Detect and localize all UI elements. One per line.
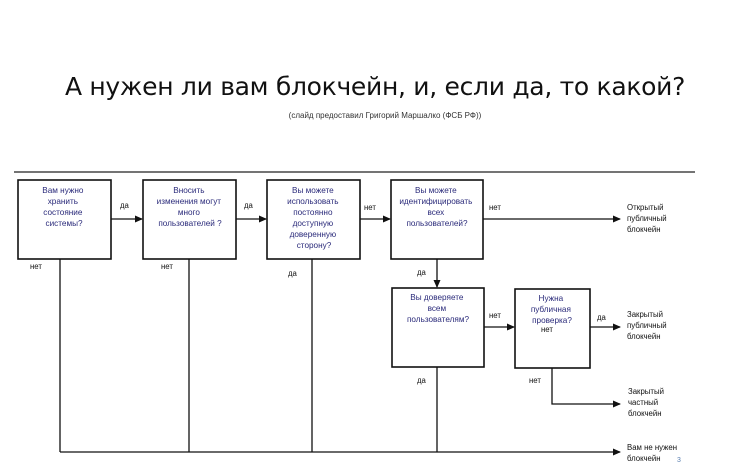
page-number: 3 <box>677 457 681 464</box>
box-line: пользователей? <box>406 219 468 228</box>
box-text-5: Вы доверяете всем пользователям? <box>407 293 469 324</box>
outcome-line: блокчейн <box>628 409 662 418</box>
box-line: идентифицировать <box>399 197 472 206</box>
box-line: всех <box>427 208 444 217</box>
box-line: публичная <box>531 305 571 314</box>
label-yes: да <box>244 201 254 210</box>
label-no: нет <box>489 203 501 212</box>
box-line: Вы доверяете <box>410 293 464 302</box>
box-line: хранить <box>48 197 78 206</box>
box-line: Вы можете <box>292 186 334 195</box>
box-line: всем <box>428 304 447 313</box>
box-line: системы? <box>45 219 82 228</box>
outcome-line: блокчейн <box>627 332 661 341</box>
outcome-line: публичный <box>627 321 667 330</box>
box-line: состояние <box>43 208 83 217</box>
box-line: пользователей ? <box>158 219 222 228</box>
outcome-no-blockchain: Вам не нужен блокчейн <box>627 443 679 463</box>
box-text-1: Вам нужно хранить состояние системы? <box>42 186 85 228</box>
outcome-line: блокчейн <box>627 454 661 463</box>
label-no: нет <box>30 262 42 271</box>
box-line: постоянно <box>293 208 333 217</box>
outcome-line: Открытый <box>627 203 664 212</box>
slide-title: А нужен ли вам блокчейн, и, если да, то … <box>64 72 686 101</box>
box-line: пользователям? <box>407 315 469 324</box>
box-line: изменения могут <box>157 197 222 206</box>
label-yes: да <box>417 268 427 277</box>
box-line: много <box>178 208 201 217</box>
outcome-closed-public: Закрытый публичный блокчейн <box>627 310 669 341</box>
label-yes: да <box>120 201 130 210</box>
outcome-closed-private: Закрытый частный блокчейн <box>628 387 666 418</box>
box-line: использовать <box>287 197 338 206</box>
label-no: нет <box>489 311 501 320</box>
box-text-2: Вносить изменения могут много пользовате… <box>157 186 224 228</box>
box-line: доступную <box>293 219 334 228</box>
box-line: сторону? <box>297 241 332 250</box>
slide-subtitle: (слайд предоставил Григорий Маршалко (ФС… <box>288 111 482 120</box>
label-no: нет <box>529 376 541 385</box>
box-text-3: Вы можете использовать постоянно доступн… <box>287 186 341 250</box>
label-yes: да <box>597 313 607 322</box>
box-text-4: Вы можете идентифицировать всех пользова… <box>399 186 474 228</box>
label-no: нет <box>161 262 173 271</box>
arrow-6-closed-private <box>551 368 621 408</box>
box-line: Вам нужно <box>42 186 84 195</box>
box-line: Вносить <box>173 186 204 195</box>
box-line: доверенную <box>290 230 337 239</box>
label-yes: да <box>288 269 298 278</box>
outcome-line: публичный <box>627 214 667 223</box>
outcome-line: Закрытый <box>627 310 663 319</box>
box-text-6: Нужна публичная проверка? <box>531 294 573 325</box>
box-line: Вы можете <box>415 186 457 195</box>
outcome-line: Закрытый <box>628 387 664 396</box>
outcome-open-public: Открытый публичный блокчейн <box>627 203 669 234</box>
box-line: проверка? <box>532 316 572 325</box>
label-yes: да <box>417 376 427 385</box>
box-line: Нужна <box>539 294 564 303</box>
outcome-line: блокчейн <box>627 225 661 234</box>
outcome-line: Вам не нужен <box>627 443 677 452</box>
outcome-line: частный <box>628 398 658 407</box>
label-no: нет <box>541 325 553 334</box>
label-no: нет <box>364 203 376 212</box>
